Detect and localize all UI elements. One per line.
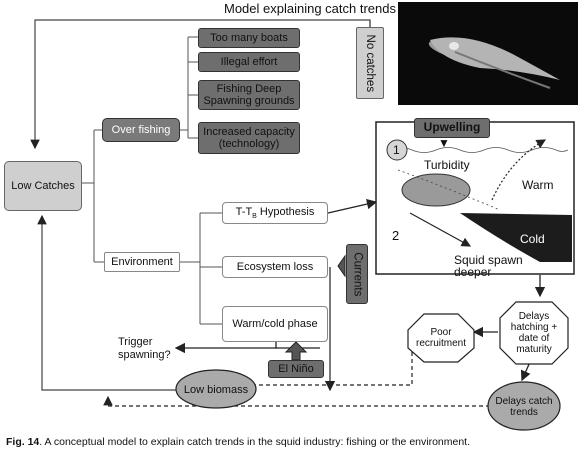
warm-wavy-line	[387, 147, 569, 153]
low-biomass-text: Low biomass	[180, 376, 252, 404]
tt-hypothesis-label: T-TB Hypothesis	[236, 206, 315, 221]
figure-caption: Fig. 14. A conceptual model to explain c…	[6, 436, 576, 448]
caption-label: Fig. 14	[6, 436, 40, 448]
warm-cold-label: Warm/cold phase	[232, 317, 318, 330]
tt-subscript: B	[252, 212, 257, 220]
caption-text: . A conceptual model to explain catch tr…	[39, 436, 471, 448]
tt-to-panel-arrow	[327, 198, 378, 214]
ecosystem-loss-label: Ecosystem loss	[236, 260, 314, 273]
no-catches-box: No catches	[356, 27, 384, 99]
delays-catch-text: Delays catch trends	[494, 388, 554, 426]
squid-spawn-label: Squid spawn deeper	[454, 253, 523, 279]
upwelling-dotted-arrow	[491, 139, 547, 201]
environment-box: Environment	[104, 252, 180, 272]
delays-catch-ellipse	[487, 381, 561, 431]
over-fishing-box: Over fishing	[102, 118, 180, 142]
low-biomass-label: Low biomass	[183, 383, 249, 396]
spawn-deeper-arrow	[409, 212, 472, 247]
no-catches-label: No catches	[364, 34, 377, 92]
delays-catch-label: Delays catch trends	[495, 396, 553, 418]
biomass-to-lowcatches-arrow	[37, 214, 176, 391]
currents-box: Currents	[346, 244, 368, 304]
delays-to-catch-arrow	[520, 361, 531, 382]
tt-main: T-T	[235, 205, 253, 218]
increased-capacity-box: Increased capacity (technology)	[198, 122, 300, 154]
elnino-up-arrow	[284, 341, 308, 361]
warm-cold-box: Warm/cold phase	[222, 306, 328, 342]
panel-number-one: 1	[393, 143, 400, 157]
panel-number-two: 2	[392, 228, 400, 243]
low-catches-box: Low Catches	[4, 161, 82, 211]
catch-to-bottom-dashed	[103, 395, 497, 407]
turbidity-blob	[401, 173, 471, 207]
warmcold-to-trigger-arrow	[174, 342, 277, 354]
upwelling-label: Upwelling	[423, 120, 481, 135]
trigger-spawning-text: Trigger spawning?	[118, 336, 178, 361]
upwelling-box: Upwelling	[414, 118, 490, 138]
fishing-deep-box: Fishing Deep Spawning grounds	[198, 80, 300, 110]
poor-recruitment-text: Poor recruitment	[410, 318, 472, 358]
tt-suffix: Hypothesis	[256, 205, 315, 218]
fishing-deep-label: Fishing Deep Spawning grounds	[203, 82, 295, 107]
warm-label: Warm	[522, 178, 554, 192]
low-catches-label: Low Catches	[11, 179, 75, 192]
poor-recruitment-label: Poor recruitment	[415, 327, 466, 349]
over-fishing-label: Over fishing	[111, 123, 171, 136]
cold-water-mass	[460, 213, 572, 262]
circle-one	[386, 139, 408, 161]
el-nino-box: El Niño	[268, 360, 324, 378]
delays-hatching-label: Delays hatching + date of maturity	[510, 311, 558, 355]
delays-hatching-text: Delays hatching + date of maturity	[502, 306, 566, 360]
trigger-label: Trigger spawning?	[118, 336, 171, 361]
too-many-boats-label: Too many boats	[210, 31, 288, 44]
poor-recruitment-octagon	[407, 313, 475, 363]
currents-left-arrow	[337, 254, 346, 278]
diagram-title: Model explaining catch trends	[224, 1, 396, 16]
el-nino-label: El Niño	[278, 362, 314, 375]
cold-label: Cold	[520, 232, 545, 246]
turbidity-label: Turbidity	[424, 158, 470, 172]
low-biomass-ellipse	[175, 369, 257, 409]
ecosystem-loss-box: Ecosystem loss	[222, 256, 328, 278]
tt-hypothesis-box: T-TB Hypothesis	[222, 202, 328, 224]
turbidity-dotted-line	[397, 169, 501, 211]
illegal-effort-label: Illegal effort	[220, 55, 278, 68]
illegal-effort-box: Illegal effort	[198, 52, 300, 72]
currents-label: Currents	[351, 251, 364, 297]
delays-hatching-octagon	[499, 301, 569, 365]
environment-label: Environment	[111, 255, 173, 268]
upwelling-down-arrow: ▼	[438, 136, 450, 150]
increased-capacity-label: Increased capacity (technology)	[203, 125, 295, 150]
too-many-boats-box: Too many boats	[198, 28, 300, 48]
